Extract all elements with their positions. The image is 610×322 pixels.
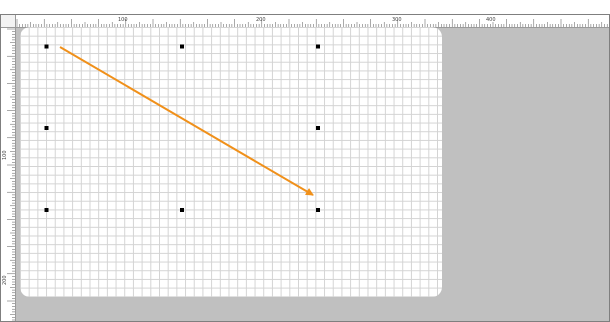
selection-handle-top-center[interactable]: [180, 44, 184, 49]
selection-handle-middle-right[interactable]: [316, 126, 320, 130]
selection-handle-top-right[interactable]: [316, 44, 320, 49]
vertical-ruler[interactable]: [0, 28, 16, 322]
selection-handle-middle-left[interactable]: [44, 126, 49, 130]
selection-handle-bottom-center[interactable]: [180, 208, 184, 212]
selection-handle-bottom-right[interactable]: [316, 208, 320, 212]
ruler-corner: [0, 14, 16, 28]
horizontal-ruler[interactable]: [0, 14, 610, 28]
arrow-shape[interactable]: [59, 46, 314, 196]
selection-handle-top-left[interactable]: [44, 44, 49, 49]
canvas-page[interactable]: [20, 27, 442, 297]
selection-handle-bottom-left[interactable]: [44, 208, 49, 212]
